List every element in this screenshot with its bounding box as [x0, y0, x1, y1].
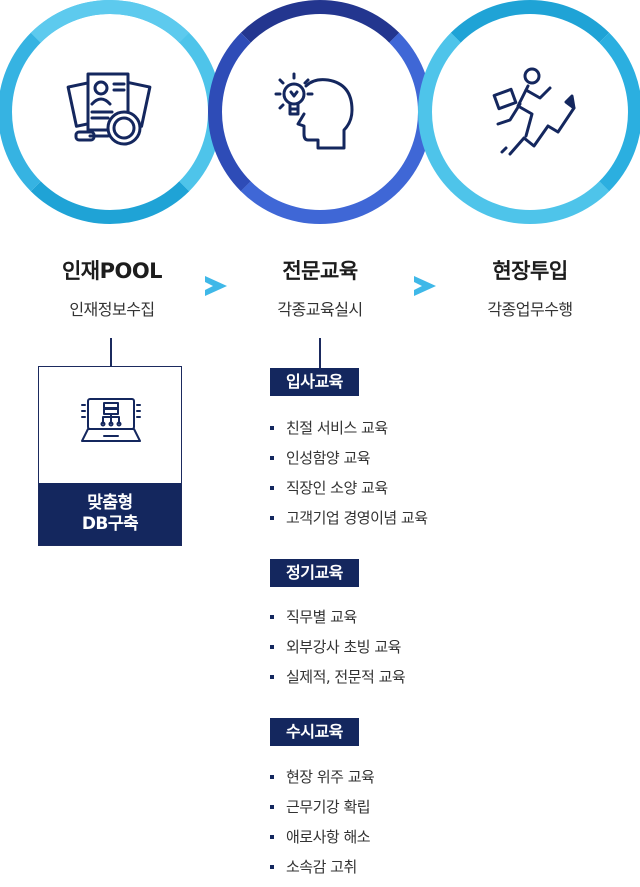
- badge-ongoing-training: 수시교육: [270, 718, 359, 746]
- talent-pool-circle: [0, 0, 222, 224]
- ongoing-training-list: 현장 위주 교육 근무기강 확립 애로사항 해소 소속감 고취: [270, 767, 375, 887]
- db-label-line2: DB구축: [81, 514, 139, 534]
- list-item: 직장인 소양 교육: [270, 478, 428, 508]
- list-item: 인성함양 교육: [270, 448, 428, 478]
- badge-regular-training: 정기교육: [270, 559, 359, 587]
- list-item: 실제적, 전문적 교육: [270, 667, 406, 697]
- list-item: 근무기강 확립: [270, 797, 374, 827]
- deployment-circle: [418, 0, 640, 224]
- step-subtitle-training: 각종교육실시: [277, 300, 363, 319]
- list-item: 애로사항 해소: [270, 827, 374, 857]
- step-title-training: 전문교육: [282, 259, 358, 283]
- resume-magnifier-icon: [66, 72, 152, 146]
- connector-line: [110, 338, 112, 366]
- list-item: 친절 서비스 교육: [270, 418, 428, 448]
- chevron-right-icon: [414, 276, 436, 296]
- list-item: 현장 위주 교육: [270, 767, 375, 797]
- custom-db-box: 맞춤형 DB구축: [38, 366, 182, 546]
- step-subtitle-deployment: 각종업무수행: [487, 300, 573, 319]
- list-item: 외부강사 초빙 교육: [270, 637, 405, 667]
- businessman-growth-arrow-icon: [492, 67, 576, 156]
- custom-db-label: 맞춤형 DB구축: [39, 483, 181, 545]
- list-item: 고객기업 경영이념 교육: [270, 508, 428, 538]
- head-lightbulb-icon: [274, 72, 354, 150]
- onboarding-training-list: 친절 서비스 교육 인성함양 교육 직장인 소양 교육 고객기업 경영이념 교육: [270, 418, 428, 538]
- connector-line: [319, 338, 321, 368]
- badge-onboarding-training: 입사교육: [270, 368, 359, 396]
- list-item: 소속감 고취: [270, 857, 374, 887]
- step-title-deployment: 현장투입: [492, 259, 568, 283]
- chevron-right-icon: [205, 276, 227, 296]
- training-circle: [208, 0, 432, 224]
- step-title-talent-pool: 인재POOL: [61, 259, 163, 283]
- laptop-database-icon: [81, 398, 141, 442]
- step-subtitle-talent-pool: 인재정보수집: [69, 300, 155, 319]
- regular-training-list: 직무별 교육 외부강사 초빙 교육 실제적, 전문적 교육: [270, 607, 406, 697]
- list-item: 직무별 교육: [270, 607, 405, 637]
- db-label-line1: 맞춤형: [87, 493, 133, 513]
